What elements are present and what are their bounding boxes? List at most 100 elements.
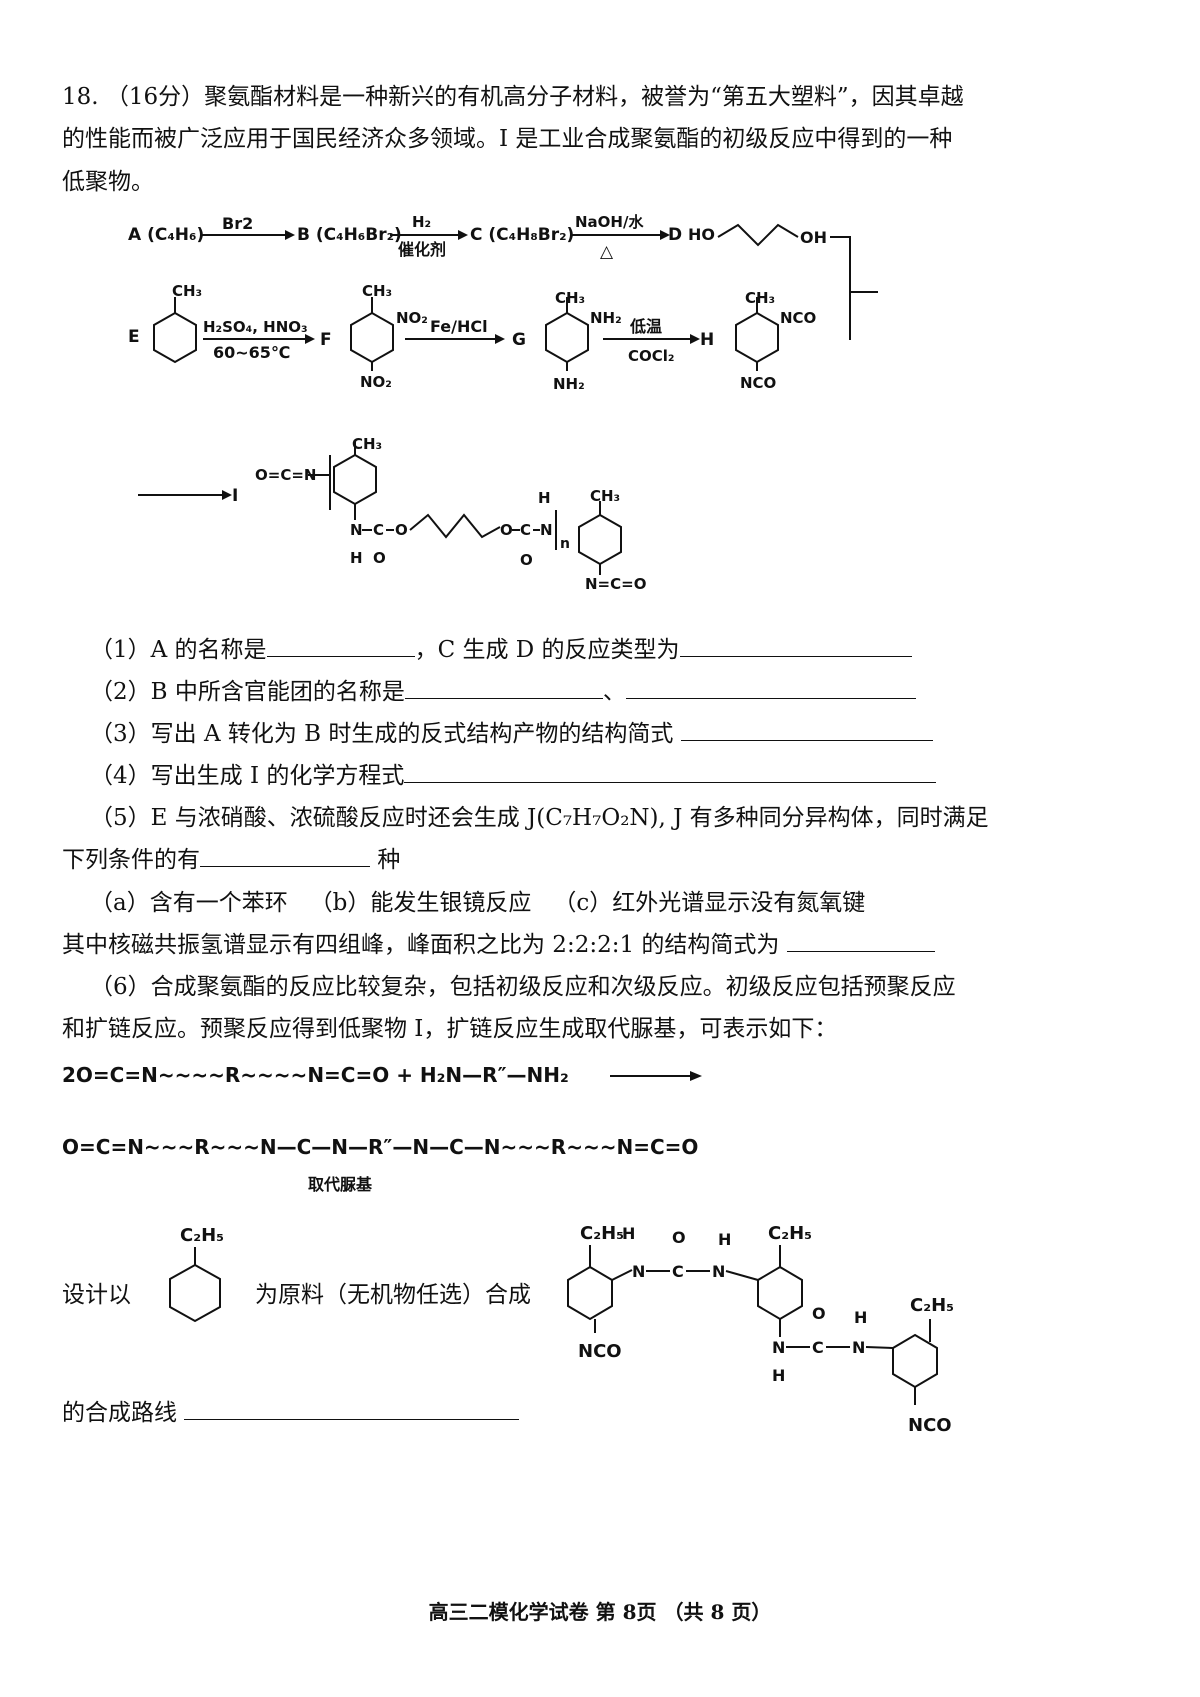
i-nco-end: N=C=O (585, 575, 646, 593)
compound-g-label: G (512, 330, 526, 350)
f-no2-top: NO₂ (396, 309, 428, 327)
reagent-heat: △ (600, 242, 614, 262)
urea-label: 取代脲基 (308, 1175, 373, 1194)
product-c2h5-2: C₂H₅ (768, 1223, 812, 1244)
reagent-h2: H₂ (412, 213, 431, 231)
product-n-3: N (772, 1338, 785, 1357)
product-h-2: H (718, 1230, 731, 1249)
ethylbenzene-c2h5: C₂H₅ (180, 1225, 224, 1246)
compound-a-label: A (C₄H₆) (128, 225, 204, 245)
q3-text1: （3）写出 A 转化为 B 时生成的反式结构产物的结构简式 (90, 721, 674, 747)
q3-answer-blank[interactable] (680, 720, 933, 741)
oligomer-ring-2 (578, 513, 622, 566)
product-h-4: H (854, 1308, 867, 1327)
i-h-1: H (350, 549, 363, 567)
q5-line2b: 种 (377, 847, 401, 873)
q2-sep: 、 (602, 679, 626, 705)
compound-i-label: I (232, 486, 238, 506)
q1-line: （1）A 的名称是 ，C 生成 D 的反应类型为 (90, 635, 912, 665)
toluene-ring (153, 311, 197, 364)
q5-line2: 下列条件的有 种 (62, 845, 400, 875)
i-o-ester-2: O (500, 521, 513, 539)
f-ch3: CH₃ (362, 282, 392, 300)
i-n-2: N (540, 521, 553, 539)
compound-c-label: C (C₄H₈Br₂) (470, 225, 574, 245)
q5-conditions: （a）含有一个苯环 （b）能发生银镜反应 （c）红外光谱显示没有氮氧键 (90, 888, 865, 918)
product-c2h5-3: C₂H₅ (910, 1295, 954, 1316)
q4-answer-blank[interactable] (404, 762, 937, 783)
product-c2h5-1: C₂H₅ (580, 1223, 624, 1244)
d-oh: OH (800, 228, 827, 247)
q5-line1: （5）E 与浓硝酸、浓硫酸反应时还会生成 J(C₇H₇O₂N), J 有多种同分… (90, 805, 989, 831)
question-intro-line2: 的性能而被广泛应用于国民经济众多领域。I 是工业合成聚氨酯的初级反应中得到的一种 (62, 126, 953, 152)
q1-text1: （1）A 的名称是 (90, 637, 267, 663)
f-no2-bottom: NO₂ (360, 373, 392, 391)
diaminotoluene-ring (545, 311, 589, 364)
q5-line2a: 下列条件的有 (62, 847, 200, 873)
question-intro-line1: 18. （16分）聚氨酯材料是一种新兴的有机高分子材料，被誉为“第五大塑料”，因… (62, 84, 964, 110)
q5-cond-c: （c）红外光谱显示没有氮氧键 (553, 890, 866, 916)
q1-answer-blank-1[interactable] (266, 636, 415, 657)
q2-text1: （2）B 中所含官能团的名称是 (90, 679, 405, 705)
q4-text1: （4）写出生成 I 的化学方程式 (90, 763, 405, 789)
compound-f-label: F (320, 330, 332, 350)
product-c-2: C (812, 1338, 824, 1357)
i-o-2: O (520, 551, 533, 569)
q1-answer-blank-2[interactable] (679, 636, 912, 657)
q4-line: （4）写出生成 I 的化学方程式 (90, 761, 937, 791)
i-c-1: C (373, 521, 384, 539)
product-nco-1: NCO (578, 1341, 622, 1362)
question-intro-line3: 低聚物。 (62, 169, 154, 195)
g-nh2-bottom: NH₂ (553, 375, 585, 393)
h-nco-bottom: NCO (740, 374, 776, 392)
dinitrotoluene-ring (350, 311, 394, 364)
reagent-fe-hcl: Fe/HCl (430, 317, 488, 336)
compound-h-label: H (700, 330, 714, 350)
design-text-a: 设计以 (62, 1282, 131, 1308)
i-ch3-2: CH₃ (590, 487, 620, 505)
product-n-2: N (712, 1262, 725, 1281)
i-o-ester-1: O (395, 521, 408, 539)
i-ocn: O=C=N (255, 466, 316, 484)
reagent-mixed-acid: H₂SO₄, HNO₃ (203, 318, 308, 336)
i-c-2: C (520, 521, 531, 539)
ethylbenzene-structure: C₂H₅ (169, 1225, 224, 1323)
product-n-4: N (852, 1338, 865, 1357)
q5-line4-text: 其中核磁共振氢谱显示有四组峰，峰面积之比为 2:2:2:1 的结构简式为 (62, 932, 780, 958)
q1-text2: ，C 生成 D 的反应类型为 (414, 637, 680, 663)
reagent-low-temp: 低温 (629, 317, 662, 336)
product-n-1: N (632, 1262, 645, 1281)
q5-line4: 其中核磁共振氢谱显示有四组峰，峰面积之比为 2:2:2:1 的结构简式为 (62, 930, 935, 960)
product-h-3: H (772, 1366, 785, 1385)
q5-cond-b: （b）能发生银镜反应 (309, 890, 532, 916)
g-nh2-top: NH₂ (590, 309, 622, 327)
h-nco-top: NCO (780, 309, 816, 327)
i-subscript-n: n (560, 536, 570, 552)
product-o-2: O (812, 1304, 826, 1323)
tdi-ring (735, 311, 779, 364)
reagent-cocl2: COCl₂ (628, 347, 674, 365)
product-h-1: H (622, 1224, 635, 1243)
q5-answer-blank-2[interactable] (786, 931, 935, 952)
product-c-1: C (672, 1262, 684, 1281)
reagent-temperature: 60~65℃ (213, 343, 290, 362)
route-answer-blank[interactable] (184, 1399, 520, 1420)
product-o-1: O (672, 1228, 686, 1247)
i-ch3-1: CH₃ (352, 435, 382, 453)
design-text-b: 为原料（无机物任选）合成 (255, 1282, 531, 1308)
compound-b-label: B (C₄H₆Br₂) (297, 225, 402, 245)
compound-e-label: E (128, 327, 140, 347)
q5-answer-blank-1[interactable] (200, 846, 370, 867)
q2-line: （2）B 中所含官能团的名称是 、 (90, 677, 916, 707)
i-h-2: H (538, 489, 551, 507)
reagent-naoh: NaOH/水 (575, 213, 644, 231)
d-ho: HO (688, 225, 715, 244)
q2-answer-blank-1[interactable] (404, 678, 603, 699)
q2-answer-blank-2[interactable] (625, 678, 916, 699)
q5-cond-a: （a）含有一个苯环 (90, 890, 288, 916)
compound-d-label: D (668, 225, 682, 245)
q6-line2: 和扩链反应。预聚反应得到低聚物 I，扩链反应生成取代脲基，可表示如下： (62, 1016, 838, 1042)
q6-line1: （6）合成聚氨酯的反应比较复杂，包括初级反应和次级反应。初级反应包括预聚反应 (90, 974, 956, 1000)
eq-bottom: O=C=N~~~R~~~N—C—N—R″—N—C—N~~~R~~~N=C=O (62, 1135, 698, 1159)
g-ch3: CH₃ (555, 289, 585, 307)
